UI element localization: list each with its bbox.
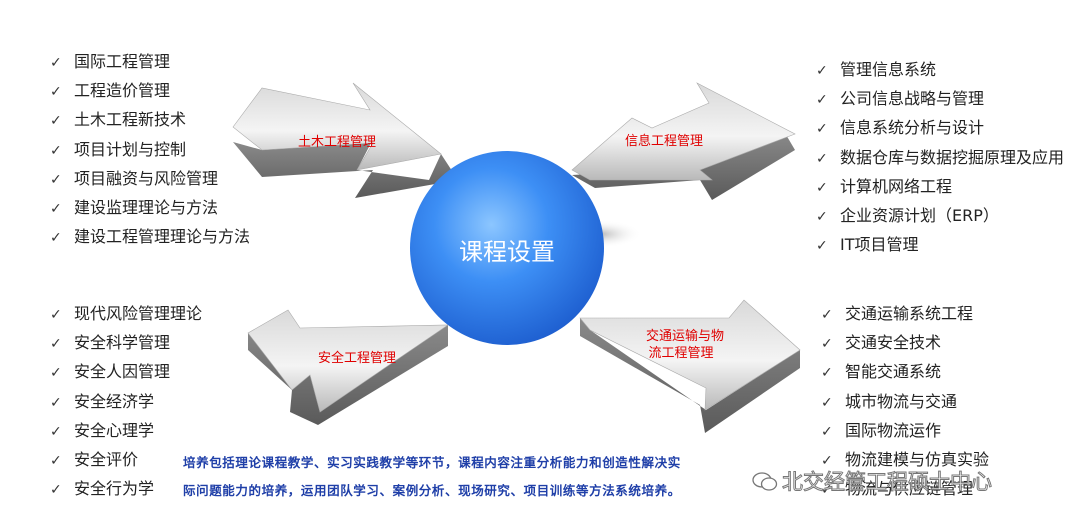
note-line-2: 际问题能力的培养，运用团队学习、案例分析、现场研究、项目训练等方法系统培养。	[183, 483, 681, 498]
arrow-info-label: 信息工程管理	[625, 133, 703, 149]
check-icon: ✓	[50, 423, 62, 440]
check-icon: ✓	[50, 171, 62, 188]
list-item: ✓国际工程管理	[50, 47, 250, 76]
check-icon: ✓	[50, 394, 62, 411]
check-icon: ✓	[821, 482, 833, 499]
arrow-safety-label: 安全工程管理	[318, 350, 396, 366]
list-item: ✓交通安全技术	[821, 328, 989, 357]
check-icon: ✓	[50, 336, 62, 353]
info-course-list: ✓管理信息系统 ✓公司信息战略与管理 ✓信息系统分析与设计 ✓数据仓库与数据挖掘…	[816, 55, 1064, 259]
list-item: ✓国际物流运作	[821, 416, 989, 445]
check-icon: ✓	[50, 55, 62, 71]
check-icon: ✓	[816, 179, 828, 196]
check-icon: ✓	[816, 208, 828, 225]
check-icon: ✓	[816, 63, 828, 79]
safety-course-list: ✓现代风险管理理论 ✓安全科学管理 ✓安全人因管理 ✓安全经济学 ✓安全心理学 …	[50, 299, 202, 503]
arrow-info: 信息工程管理	[571, 82, 796, 200]
list-item: ✓建设工程管理理论与方法	[50, 222, 250, 251]
list-item: ✓管理信息系统	[816, 55, 1064, 84]
list-item: ✓土木工程新技术	[50, 105, 250, 134]
list-item: ✓智能交通系统	[821, 357, 989, 386]
list-item: ✓数据仓库与数据挖掘原理及应用	[816, 143, 1064, 172]
check-icon: ✓	[50, 142, 62, 159]
list-item: ✓项目融资与风险管理	[50, 164, 250, 193]
check-icon: ✓	[50, 365, 62, 382]
arrow-civil: 土木工程管理	[232, 82, 458, 198]
list-item: ✓安全科学管理	[50, 328, 202, 357]
list-item: ✓安全评价	[50, 445, 202, 474]
note-line-1: 培养包括理论课程教学、实习实践教学等环节，课程内容注重分析能力和创造性解决实	[183, 455, 681, 470]
check-icon: ✓	[50, 307, 62, 323]
arrow-traffic-label-1: 交通运输与物	[646, 328, 724, 344]
arrow-civil-label: 土木工程管理	[298, 135, 376, 150]
civil-course-list: ✓国际工程管理 ✓工程造价管理 ✓土木工程新技术 ✓项目计划与控制 ✓项目融资与…	[50, 47, 250, 251]
check-icon: ✓	[816, 150, 828, 167]
list-item: ✓工程造价管理	[50, 76, 250, 105]
list-item: ✓公司信息战略与管理	[816, 84, 1064, 113]
check-icon: ✓	[50, 230, 62, 247]
list-item: ✓现代风险管理理论	[50, 299, 202, 328]
list-item: ✓计算机网络工程	[816, 172, 1064, 201]
list-item: ✓信息系统分析与设计	[816, 113, 1064, 142]
list-item: ✓城市物流与交通	[821, 387, 989, 416]
arrow-safety: 安全工程管理	[247, 309, 450, 425]
check-icon: ✓	[821, 365, 833, 382]
check-icon: ✓	[821, 394, 833, 411]
list-item: ✓安全人因管理	[50, 357, 202, 386]
watermark: 北交经管工程硕士中心	[782, 470, 993, 495]
arrow-traffic: 交通运输与物 流工程管理	[579, 299, 801, 433]
check-icon: ✓	[821, 307, 833, 323]
list-item: ✓企业资源计划（ERP）	[816, 201, 1064, 230]
list-item: ✓项目计划与控制	[50, 135, 250, 164]
check-icon: ✓	[816, 121, 828, 138]
center-label: 课程设置	[459, 238, 555, 266]
check-icon: ✓	[816, 238, 828, 255]
check-icon: ✓	[816, 92, 828, 109]
arrow-traffic-label-2: 流工程管理	[648, 346, 713, 361]
check-icon: ✓	[50, 84, 62, 101]
list-item: ✓物流与供应链管理	[821, 474, 989, 503]
list-item: ✓建设监理理论与方法	[50, 193, 250, 222]
wechat-icon	[752, 472, 778, 491]
check-icon: ✓	[821, 336, 833, 353]
check-icon: ✓	[50, 113, 62, 130]
list-item: ✓交通运输系统工程	[821, 299, 989, 328]
traffic-course-list: ✓交通运输系统工程 ✓交通安全技术 ✓智能交通系统 ✓城市物流与交通 ✓国际物流…	[821, 299, 989, 503]
check-icon: ✓	[821, 423, 833, 440]
list-item: ✓IT项目管理	[816, 230, 1064, 259]
list-item: ✓安全经济学	[50, 387, 202, 416]
check-icon: ✓	[821, 452, 833, 469]
list-item: ✓安全行为学	[50, 474, 202, 503]
check-icon: ✓	[50, 482, 62, 499]
check-icon: ✓	[50, 200, 62, 217]
check-icon: ✓	[50, 452, 62, 469]
list-item: ✓物流建模与仿真实验	[821, 445, 989, 474]
center-circle	[410, 151, 604, 345]
list-item: ✓安全心理学	[50, 416, 202, 445]
